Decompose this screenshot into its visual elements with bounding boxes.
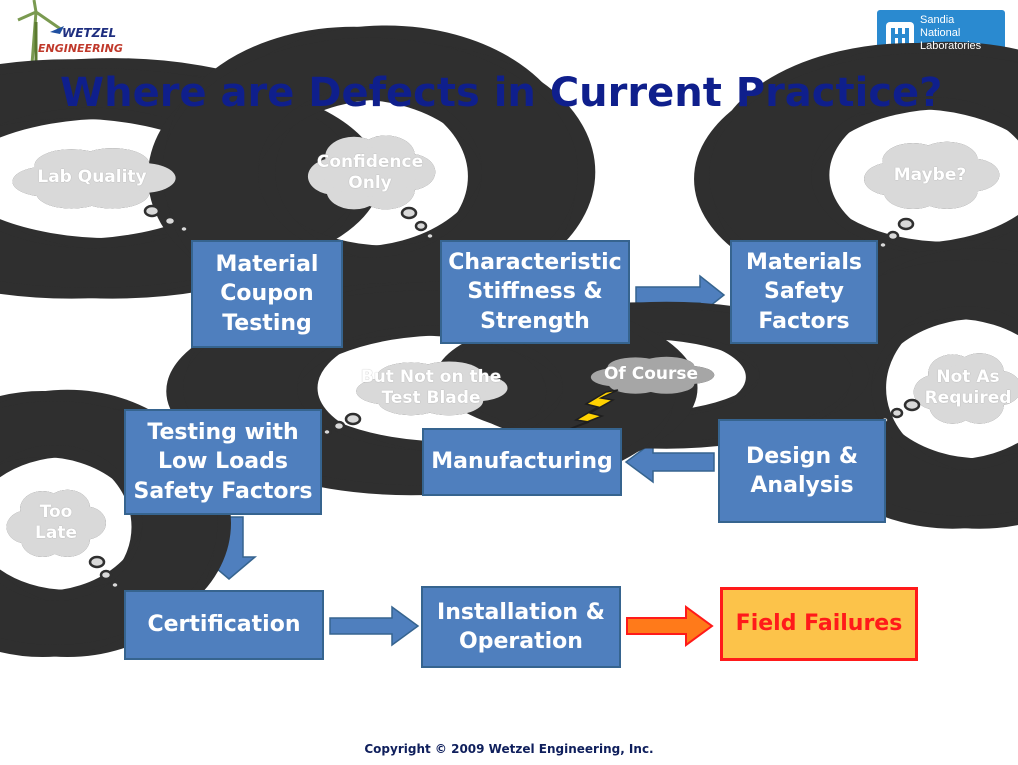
- sandia-line2: National: [920, 27, 961, 39]
- wetzel-logo-subtext: ENGINEERING: [38, 42, 123, 55]
- box-certification: Certification: [124, 590, 324, 660]
- box-field-failures: Field Failures: [720, 587, 918, 661]
- box-manufacturing: Manufacturing: [422, 428, 622, 496]
- wetzel-logo-line1: WETZEL: [62, 26, 117, 40]
- box-testing-low-loads: Testing with Low Loads Safety Factors: [124, 409, 322, 515]
- cloud-text-too-late: Too Late: [35, 501, 77, 543]
- box-materials-safety-factors: Materials Safety Factors: [730, 240, 878, 344]
- box-design-analysis: Design & Analysis: [718, 419, 886, 523]
- cloud-text-not-as-required: Not As Required: [924, 366, 1012, 408]
- box-characteristic-stiffness-strength: Characteristic Stiffness & Strength: [440, 240, 630, 344]
- sandia-line1: Sandia: [920, 14, 955, 26]
- wetzel-logo-text: WETZEL: [62, 26, 116, 40]
- sandia-line3: Laboratories: [920, 40, 982, 52]
- box-material-coupon-testing: Material Coupon Testing: [191, 240, 343, 348]
- cloud-text-but-not-on-test-blade: But Not on the Test Blade: [360, 366, 502, 408]
- wetzel-logo-line2: ENGINEERING: [38, 42, 123, 55]
- arrow-design-to-manufacturing: [624, 440, 715, 484]
- cloud-text-maybe: Maybe?: [893, 165, 967, 186]
- page-title: Where are Defects in Current Practice?: [60, 70, 943, 116]
- arrow-certification-to-installation: [329, 605, 420, 647]
- sandia-logo-text: Sandia National Laboratories: [920, 14, 981, 53]
- cloud-text-confidence-only: Confidence Only: [316, 151, 424, 193]
- cloud-text-lab-quality: Lab Quality: [37, 167, 147, 188]
- thought-bubbles: [88, 204, 921, 590]
- copyright-footer: Copyright © 2009 Wetzel Engineering, Inc…: [364, 742, 654, 756]
- lightning-bolt-icon: [566, 389, 619, 431]
- cloud-text-of-course: Of Course: [603, 364, 699, 385]
- arrow-installation-to-failures: [626, 605, 714, 647]
- box-installation-operation: Installation & Operation: [421, 586, 621, 668]
